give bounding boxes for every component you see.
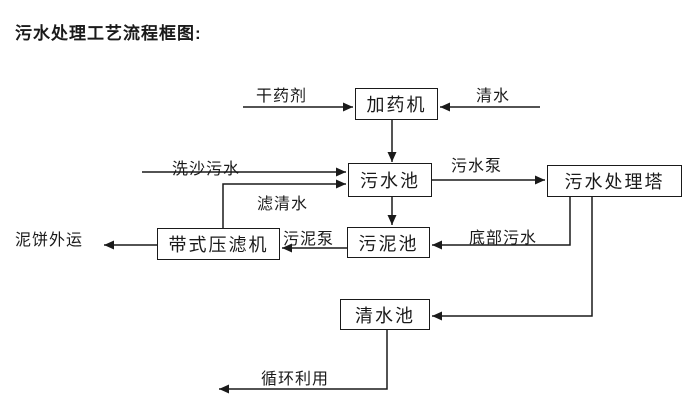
node-sewage-pool: 污水池 xyxy=(348,163,432,197)
label-clear-water: 清水 xyxy=(476,88,511,105)
arrow-filtered-water-to-sewage-pool xyxy=(222,179,346,228)
node-belt-filter-press: 带式压滤机 xyxy=(157,228,280,260)
arrow-tower-to-clear-water-pool xyxy=(432,197,593,321)
node-clear-water-pool: 清水池 xyxy=(340,299,430,330)
arrow-clear-water-pool-to-recycle xyxy=(219,330,388,394)
node-dosing-machine: 加药机 xyxy=(355,88,438,120)
page-title: 污水处理工艺流程框图: xyxy=(15,24,202,43)
label-filtered-water: 滤清水 xyxy=(257,196,309,213)
arrow-tower-bottom-sewage-to-sludge-pool xyxy=(432,197,571,250)
label-recycle: 循环利用 xyxy=(261,371,330,388)
label-dry-chemical: 干药剂 xyxy=(256,88,308,105)
label-mud-cake-out: 泥饼外运 xyxy=(15,232,84,249)
label-sludge-pump: 污泥泵 xyxy=(283,231,335,248)
label-bottom-sewage: 底部污水 xyxy=(469,230,538,247)
label-sand-washing-sewage: 洗沙污水 xyxy=(172,161,241,178)
node-sludge-pool: 污泥池 xyxy=(347,227,430,258)
node-treatment-tower: 污水处理塔 xyxy=(547,165,682,197)
label-sewage-pump: 污水泵 xyxy=(451,158,503,175)
